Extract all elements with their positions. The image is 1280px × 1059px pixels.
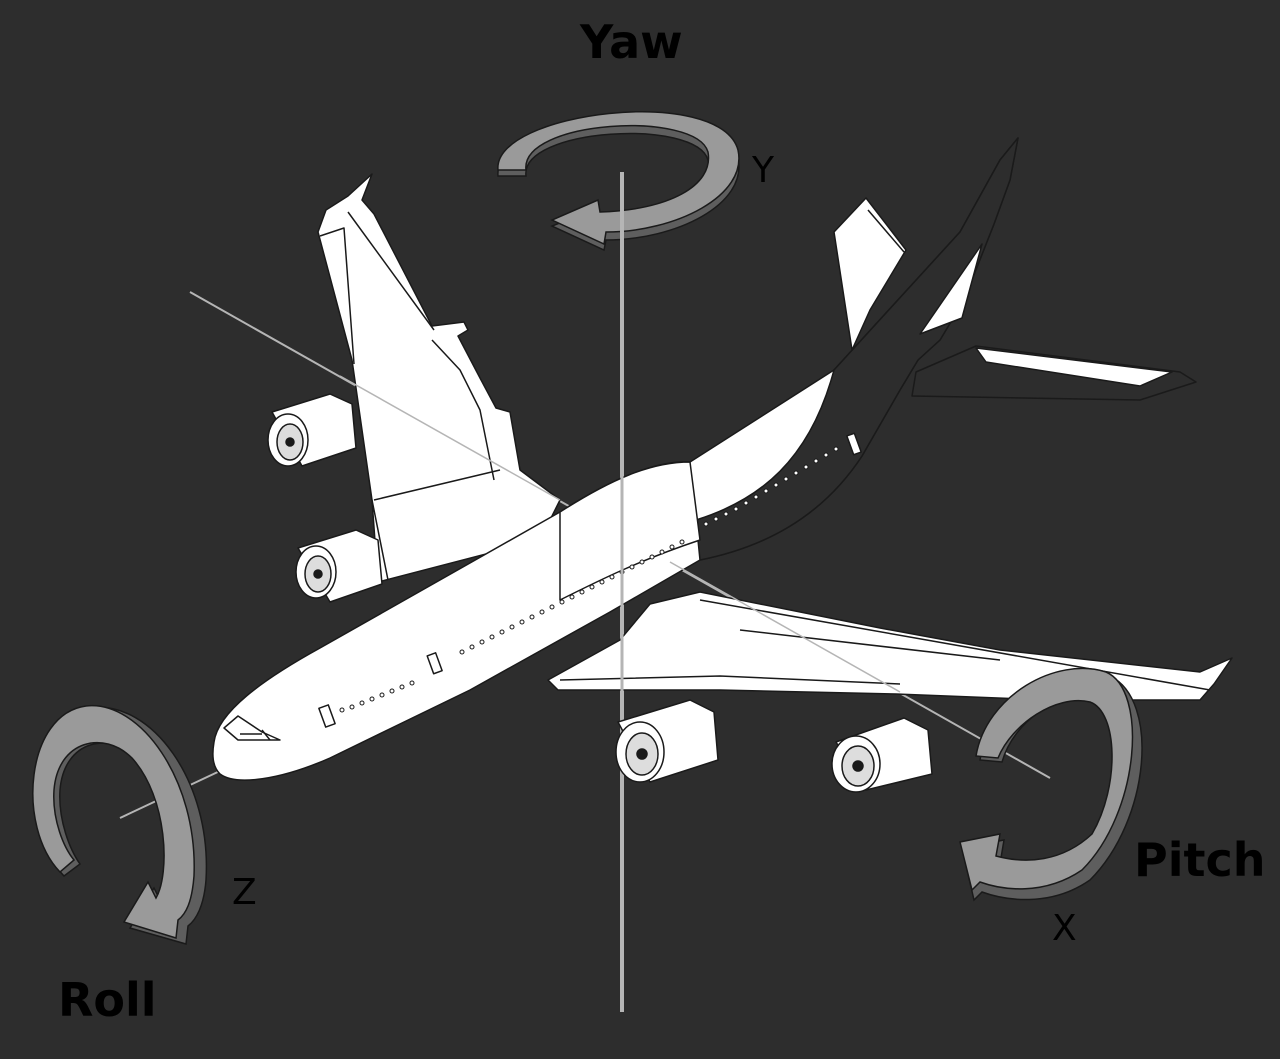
- roll-rotation-arrow-icon: [32, 705, 208, 945]
- pitch-rotation-arrow-icon: [959, 667, 1143, 902]
- engine-near-inner: [615, 699, 719, 783]
- yaw-label: Yaw: [579, 15, 683, 69]
- engine-upper-left: [267, 393, 357, 467]
- x-axis-label: X: [1052, 908, 1077, 949]
- engine-lower-left: [295, 529, 383, 603]
- engine-near-outer: [831, 717, 933, 793]
- left-wing: [317, 173, 561, 583]
- airliner-icon: [212, 137, 1233, 793]
- y-axis-label: Y: [751, 150, 775, 191]
- cabin-windows: [339, 446, 839, 713]
- pitch-label: Pitch: [1134, 833, 1266, 887]
- z-axis-label: Z: [232, 872, 257, 913]
- roll-label: Roll: [58, 973, 157, 1027]
- yaw-rotation-arrow-icon: [497, 111, 740, 252]
